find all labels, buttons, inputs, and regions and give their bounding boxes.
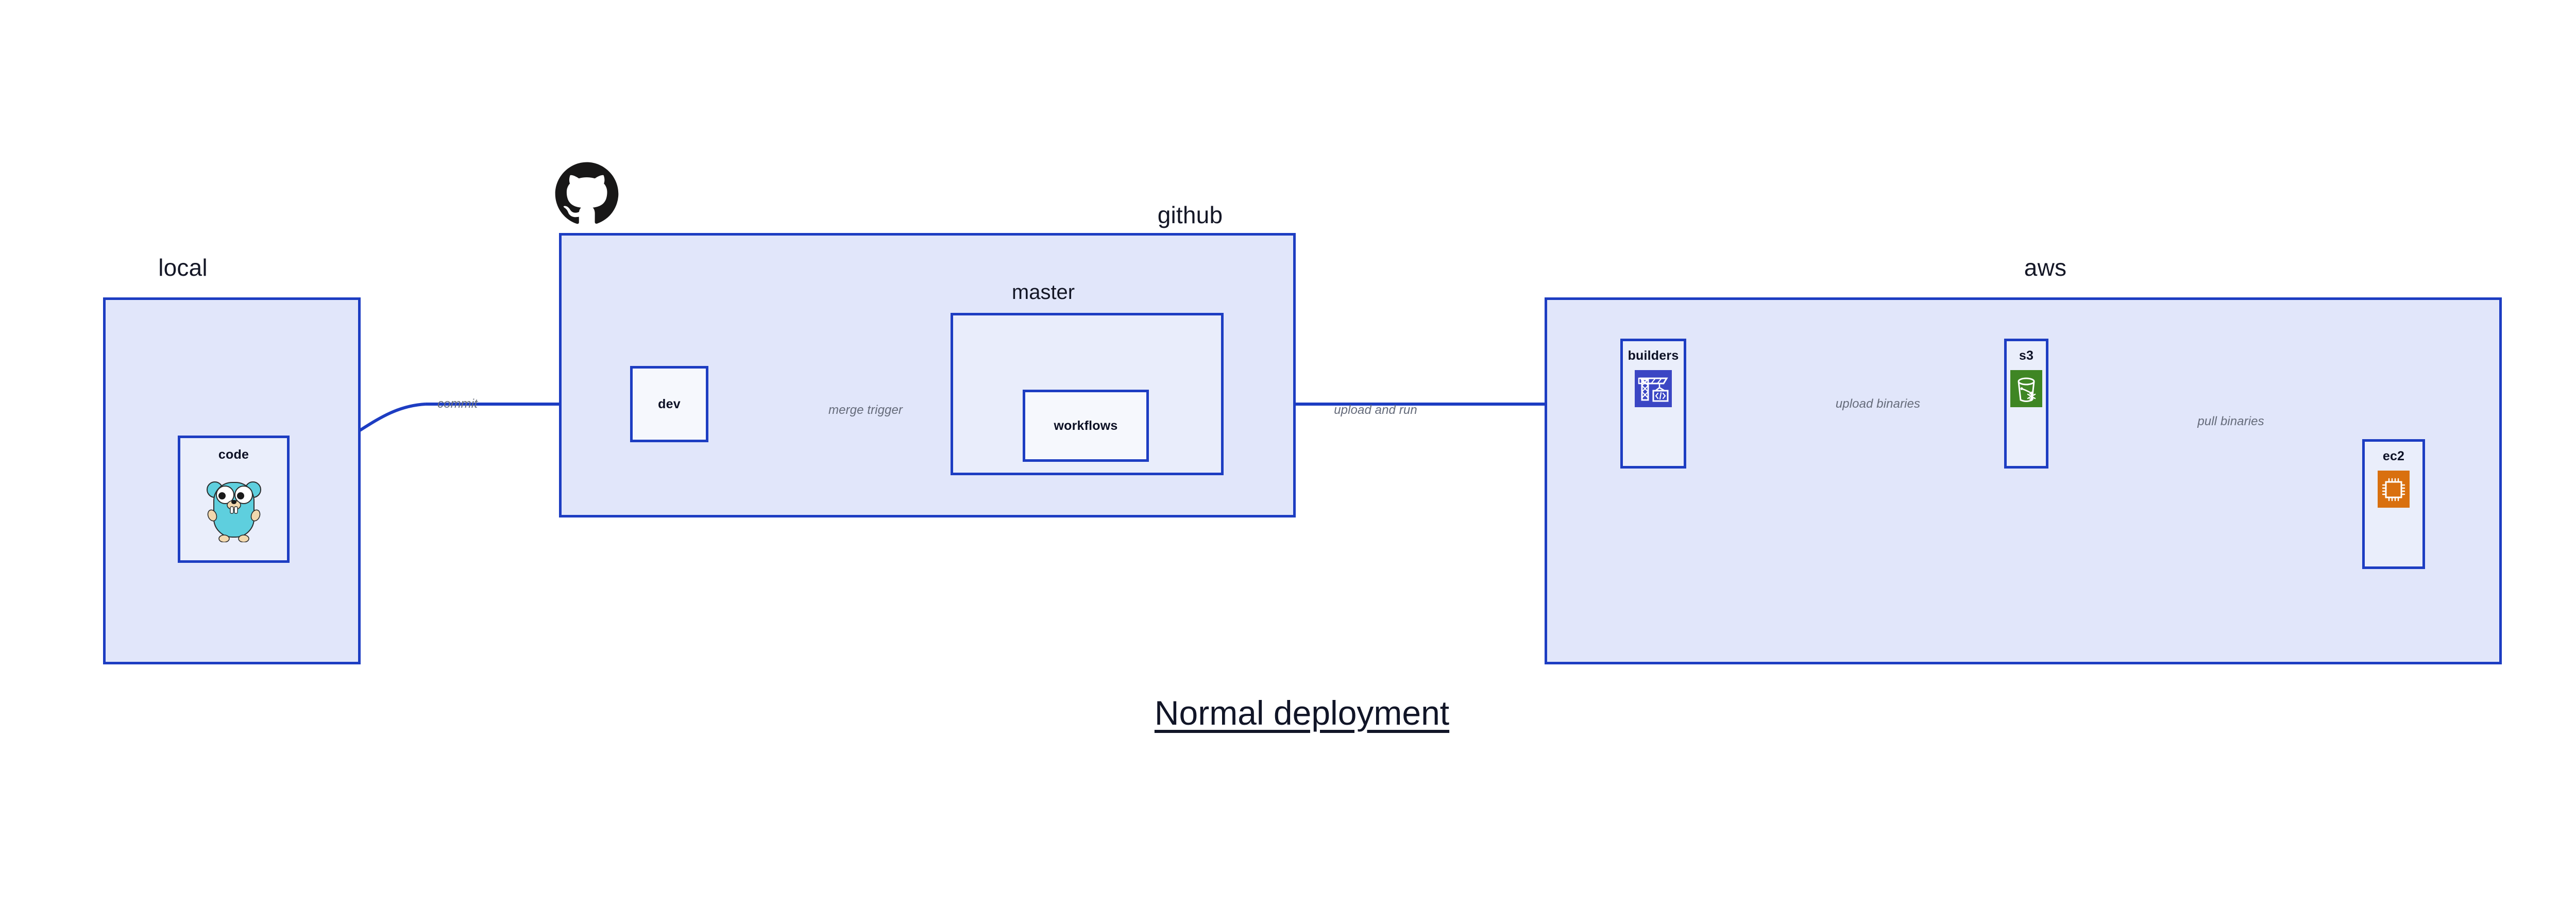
node-label-code: code (218, 447, 249, 462)
node-workflows[interactable]: workflows (1023, 390, 1149, 462)
diagram-caption: Normal deployment (1154, 694, 1450, 732)
group-title-aws: aws (2024, 254, 2067, 281)
aws-s3-glacier-icon (2010, 370, 2042, 410)
group-title-github: github (1157, 202, 1223, 228)
node-ec2[interactable]: ec2 (2362, 439, 2425, 569)
subgroup-title-master: master (1011, 281, 1075, 304)
aws-codebuild-icon (1635, 370, 1672, 410)
node-label-dev: dev (658, 396, 681, 411)
node-builders[interactable]: builders (1620, 339, 1686, 469)
node-label-workflows: workflows (1054, 418, 1118, 433)
node-s3[interactable]: s3 (2004, 339, 2048, 469)
aws-ec2-icon (2378, 471, 2410, 510)
group-title-local: local (158, 254, 208, 281)
edge-label-pull-binaries: pull binaries (2197, 414, 2264, 428)
node-label-s3: s3 (2019, 348, 2034, 363)
node-code[interactable]: code (178, 436, 290, 563)
edge-label-commit: commit (437, 397, 478, 411)
node-dev[interactable]: dev (630, 366, 708, 442)
edge-label-merge-trigger: merge trigger (828, 403, 903, 417)
edge-label-upload-and-run: upload and run (1334, 403, 1417, 417)
github-octocat-icon (554, 161, 620, 229)
node-label-ec2: ec2 (2382, 449, 2405, 463)
edge-label-upload-binaries: upload binaries (1835, 397, 1921, 411)
node-label-builders: builders (1628, 348, 1679, 363)
go-gopher-icon (204, 471, 264, 545)
